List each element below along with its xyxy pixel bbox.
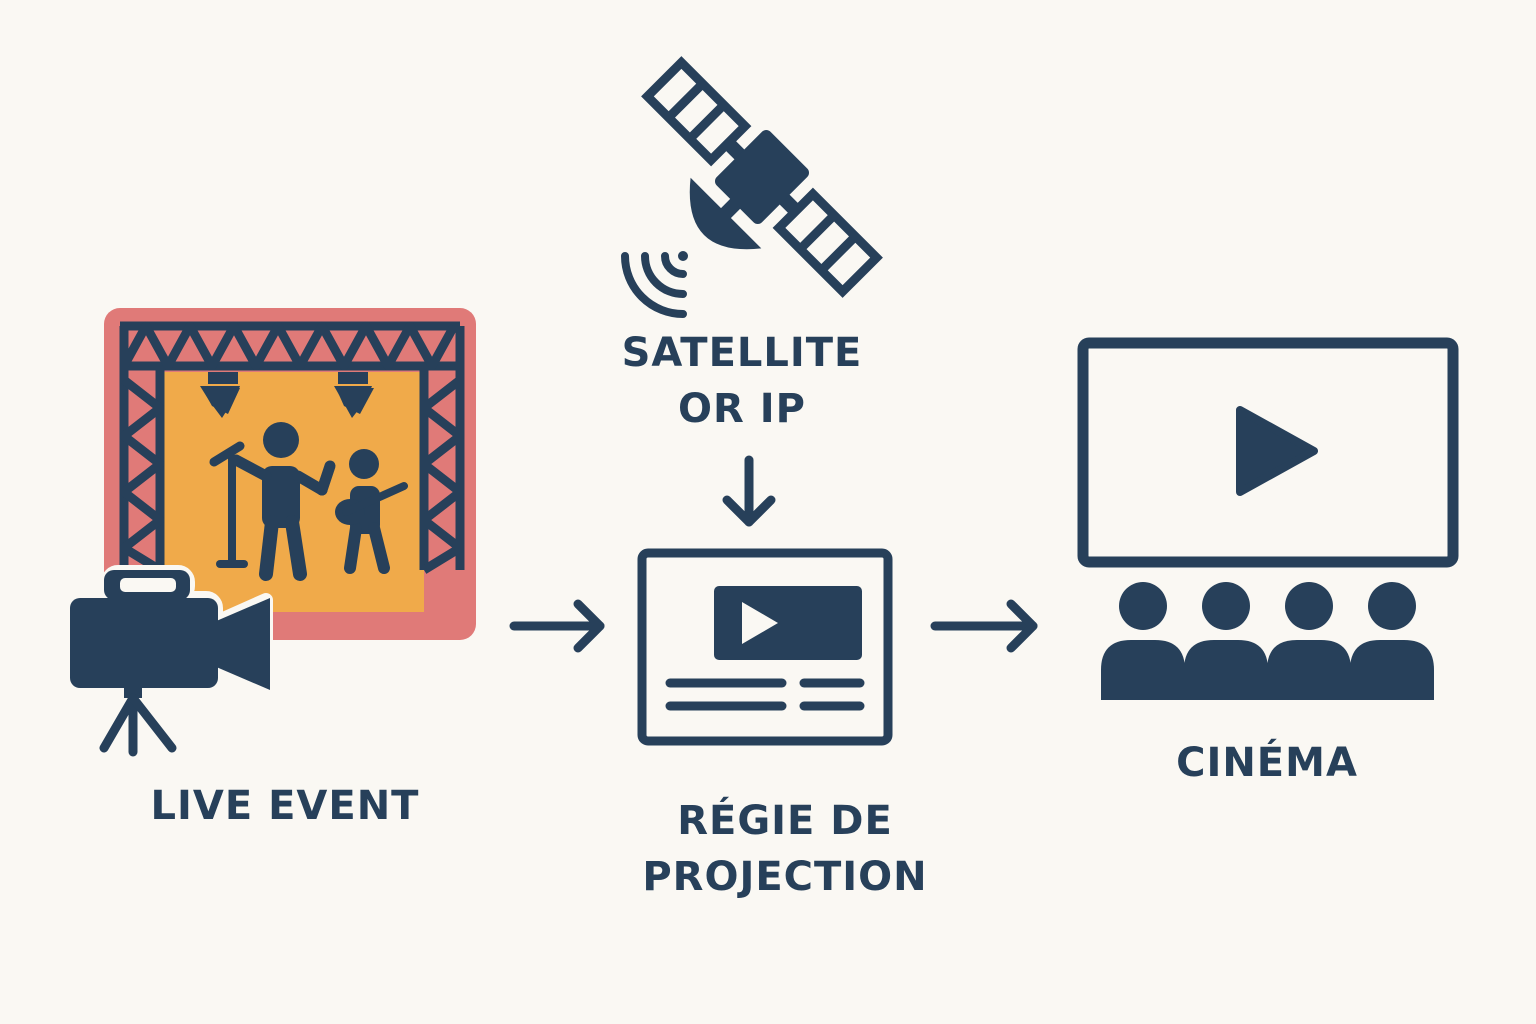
cinema-screen-icon [1077, 337, 1459, 568]
regie-label-line1: RÉGIE DE [677, 798, 893, 844]
arrow-right-icon [509, 599, 605, 653]
label-satellite: SATELLITE OR IP [592, 325, 892, 437]
satellite-label-line1: SATELLITE [621, 330, 863, 376]
label-cinema: CINÉMA [1117, 735, 1417, 791]
cinema-label: CINÉMA [1176, 740, 1358, 786]
concert-stage-icon [104, 308, 476, 640]
regie-label-line2: PROJECTION [642, 854, 928, 900]
satellite-icon [641, 56, 883, 298]
video-monitor-icon [637, 548, 893, 746]
audience-icon [1101, 582, 1434, 700]
label-live-event: LIVE EVENT [135, 778, 435, 834]
arrow-right-icon [930, 599, 1038, 653]
label-regie: RÉGIE DE PROJECTION [605, 793, 965, 905]
signal-waves-icon [621, 251, 688, 318]
video-camera-icon [65, 565, 273, 757]
live-event-label: LIVE EVENT [150, 783, 420, 829]
arrow-down-icon [722, 455, 776, 527]
satellite-label-line2: OR IP [678, 386, 806, 432]
